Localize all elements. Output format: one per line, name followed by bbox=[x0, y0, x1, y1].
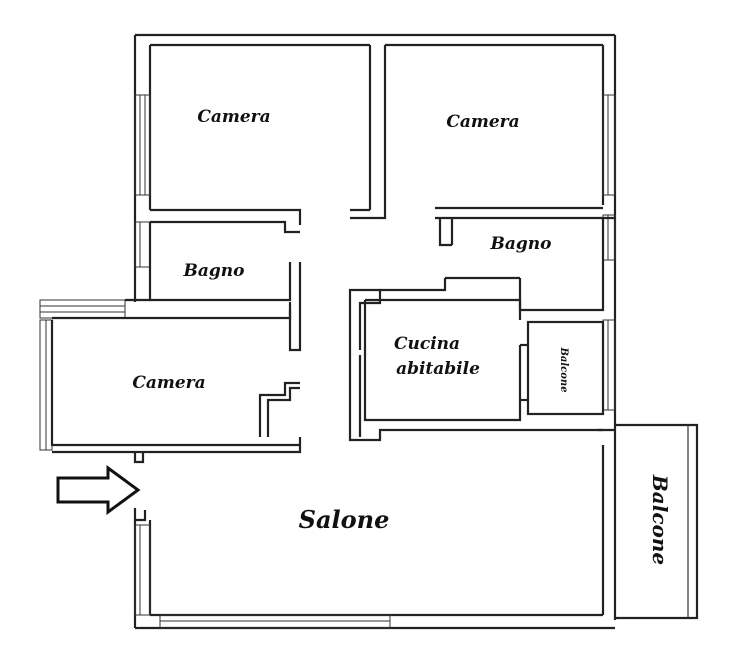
room-label-balcone-small: Balcone bbox=[558, 346, 569, 392]
entrance-arrow-icon bbox=[56, 465, 141, 515]
balcone-large-outline bbox=[615, 423, 699, 620]
interior-walls bbox=[50, 45, 615, 522]
room-label-cucina-line1: Cucina bbox=[394, 334, 460, 354]
room-label-salone: Salone bbox=[299, 505, 390, 534]
room-label-camera-left: Camera bbox=[132, 373, 205, 393]
room-label-camera-top-right: Camera bbox=[446, 112, 519, 132]
room-label-bagno-left: Bagno bbox=[183, 261, 245, 281]
room-label-bagno-right: Bagno bbox=[490, 234, 552, 254]
room-label-cucina-line2: abitabile bbox=[396, 359, 480, 379]
room-label-balcone-large: Balcone bbox=[648, 474, 672, 565]
window-marks bbox=[39, 94, 616, 629]
room-label-camera-top-left: Camera bbox=[197, 107, 270, 127]
